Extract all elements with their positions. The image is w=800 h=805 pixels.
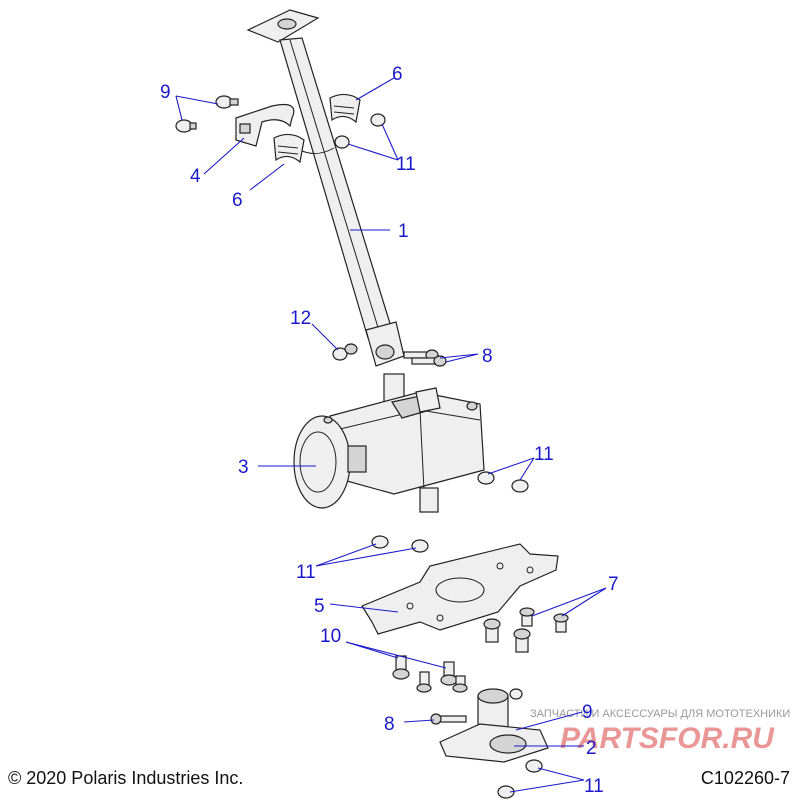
callout-8-lower: 8 [384,714,395,735]
bolt-pair-upper [403,349,447,367]
nut-plate-b [411,539,429,553]
callout-10: 10 [320,626,341,647]
nut-12 [332,343,358,361]
bushing-upper [329,93,361,124]
callout-9-upper: 9 [160,82,171,103]
bolt-10-b [440,661,458,686]
nut-bottom-a [525,759,543,773]
watermark-tagline: ЗАПЧАСТИ И АКСЕССУАРЫ ДЛЯ МОТОТЕХНИКИ [530,708,790,720]
callout-6-upper: 6 [392,64,403,85]
bolt-7-c [519,607,535,627]
steering-gearbox [293,373,485,513]
callout-4: 4 [190,166,201,187]
steering-column [246,9,405,367]
drawing-id: C102260-7 [701,768,790,788]
callouts: 1 2 3 4 5 6 6 7 8 8 9 9 10 11 11 11 11 1… [160,64,619,797]
callout-11-gearbox: 11 [534,444,554,465]
nut-top-b [370,113,386,127]
clamp-bracket [235,103,295,147]
callout-3: 3 [238,457,249,478]
watermark-logo: PARTSFOR.RU [560,722,775,755]
copyright-text: © 2020 Polaris Industries Inc. [8,768,243,788]
nut-gearbox-a [477,471,495,485]
callout-9-lower: 9 [582,702,593,723]
nut-gearbox-b [511,479,529,493]
bolt-10-a [392,655,410,680]
callout-7: 7 [608,574,619,595]
bolt-7-d [553,613,569,633]
nut-top-a [334,135,350,149]
callout-1: 1 [398,221,409,242]
bolt-8-lower [430,713,467,725]
bolt-7-b [513,628,531,653]
callout-8-upper: 8 [482,346,493,367]
callout-2: 2 [586,738,597,759]
callout-6-lower: 6 [232,190,243,211]
bolt-top-b [175,119,197,133]
lower-bracket [439,688,549,763]
callout-11-bottom: 11 [584,776,604,797]
bolt-10-d [452,675,468,693]
bushing-lower [273,133,305,164]
callout-12: 12 [290,308,311,329]
bolt-top-a [215,95,239,109]
callout-11-plate: 11 [296,562,316,583]
mounting-plate [361,543,559,635]
nut-plate-a [371,535,389,549]
nut-bottom-b [497,785,515,799]
bolt-10-c [416,671,432,693]
leader-lines [175,77,607,793]
callout-11-top: 11 [396,154,416,175]
callout-5: 5 [314,596,325,617]
bolt-7-a [483,618,501,643]
